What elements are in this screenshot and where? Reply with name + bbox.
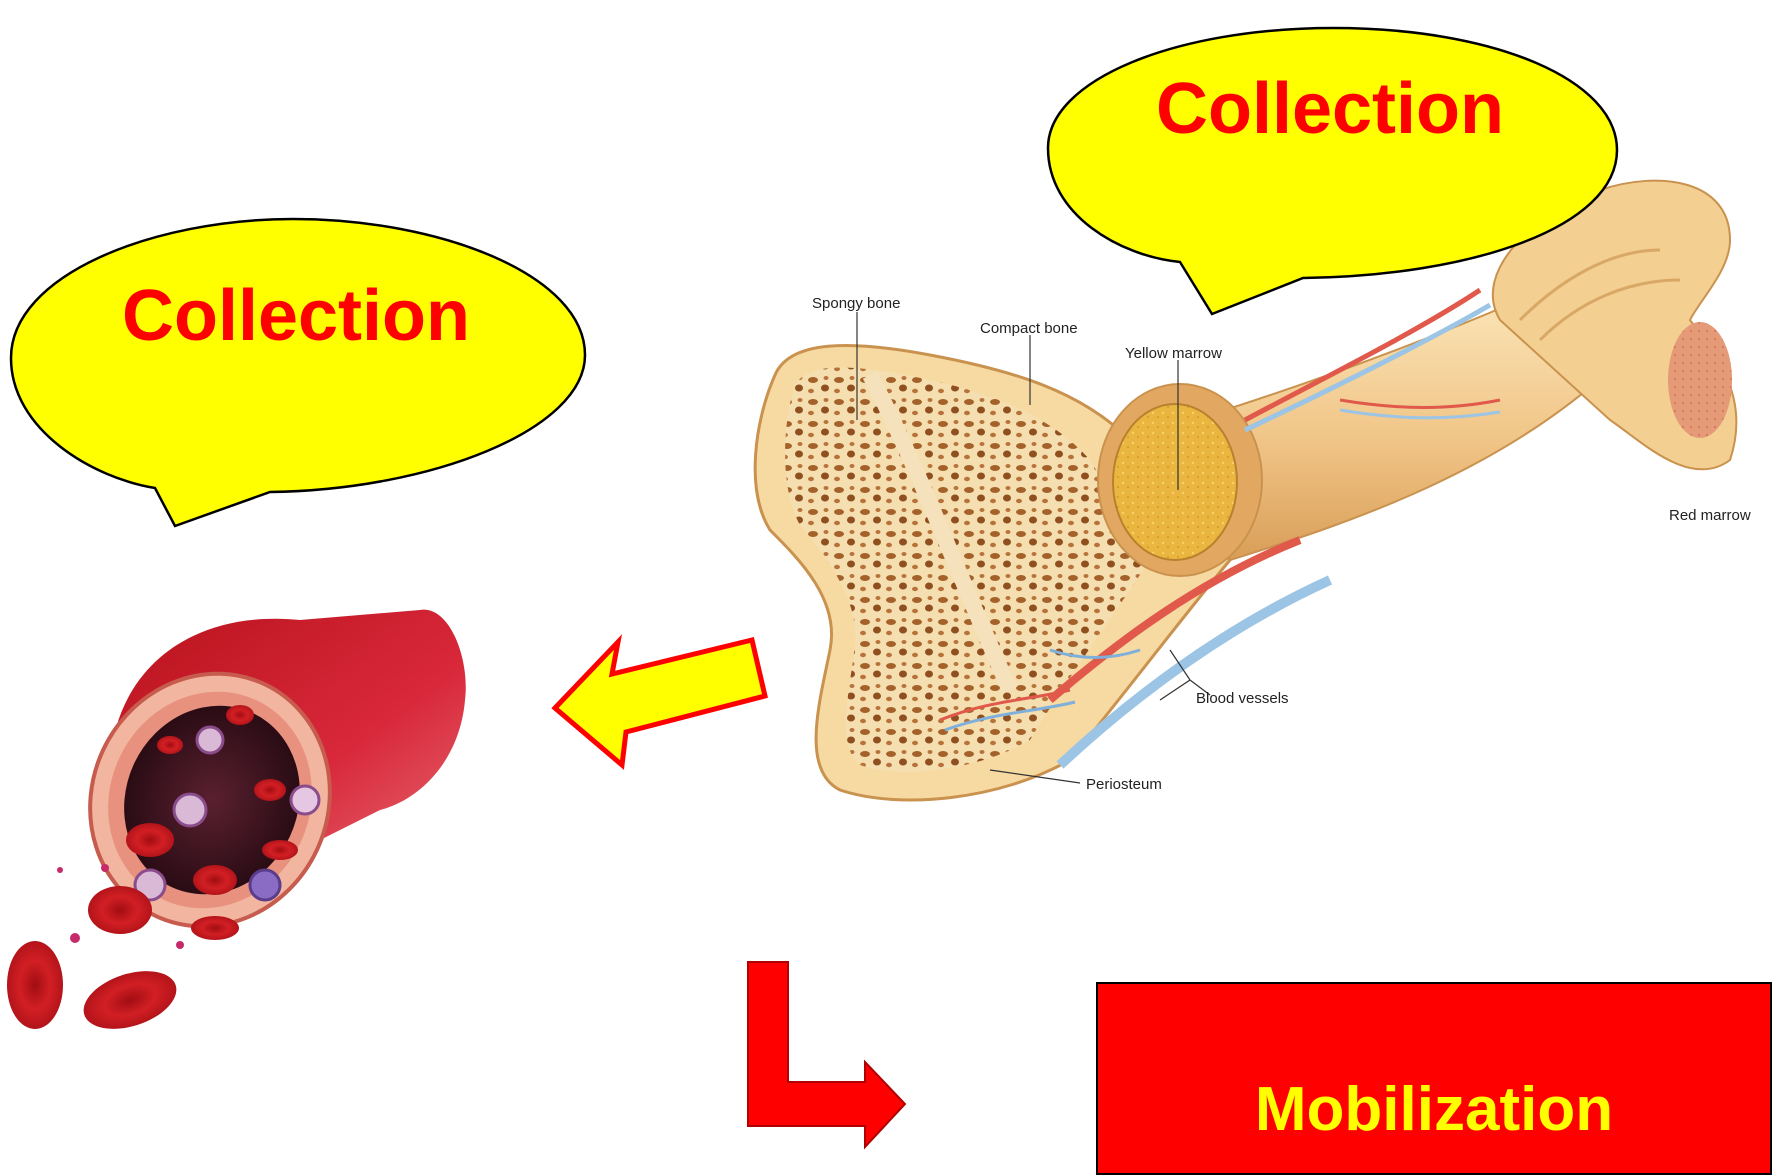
arrow-bent-right-icon: [748, 962, 905, 1147]
arrow-left-icon: [555, 640, 765, 765]
label-spongy-bone: Spongy bone: [812, 295, 900, 312]
mobilization-text: Mobilization: [1255, 1075, 1613, 1144]
bubble-right-text: Collection: [1156, 69, 1504, 149]
label-blood-vessels: Blood vessels: [1196, 690, 1289, 707]
label-yellow-marrow: Yellow marrow: [1125, 345, 1222, 362]
label-red-marrow: Red marrow: [1669, 507, 1751, 524]
red-blood-cell: [88, 886, 152, 934]
bubble-left-text: Collection: [122, 276, 470, 356]
red-blood-cell: [7, 941, 63, 1029]
label-periosteum: Periosteum: [1086, 776, 1162, 793]
blood-vessel-illustration: [7, 610, 466, 1040]
speech-bubble-left: Collection: [11, 219, 585, 526]
red-blood-cell: [76, 960, 183, 1039]
label-compact-bone: Compact bone: [980, 320, 1078, 337]
red-blood-cell: [191, 916, 239, 940]
yellow-marrow-region: [1113, 404, 1237, 560]
mobilization-box: Mobilization: [1097, 983, 1771, 1174]
red-marrow-region: [1668, 322, 1732, 438]
